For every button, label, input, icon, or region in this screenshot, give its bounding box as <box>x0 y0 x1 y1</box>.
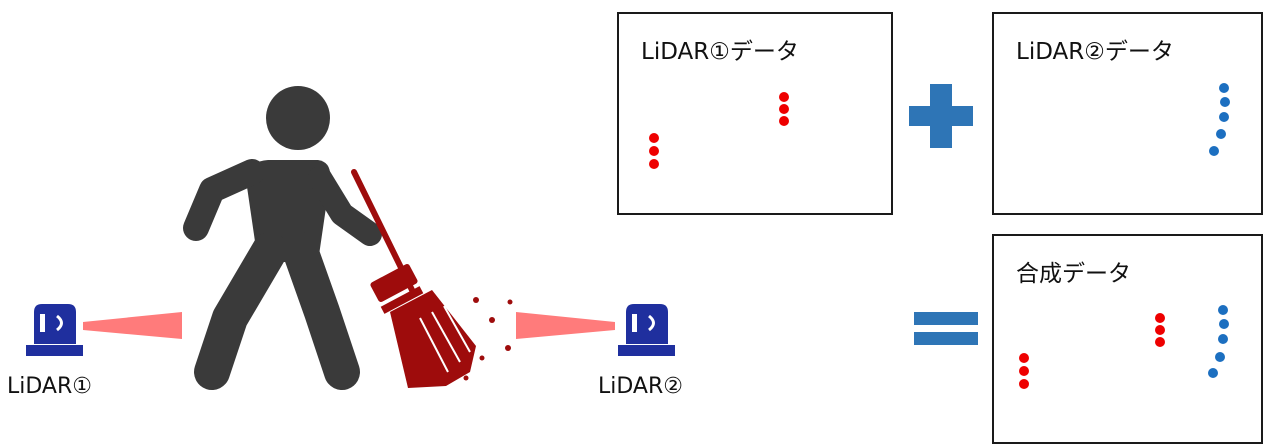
lidar2-beacon-icon <box>618 304 675 356</box>
lidar1-data-panel: LiDAR①データ <box>617 12 893 215</box>
lidar2-beam <box>516 312 615 339</box>
broom-icon <box>351 169 476 388</box>
person-sweeping-icon <box>183 86 382 390</box>
lidar1-point <box>779 104 789 114</box>
merged-point-lidar1 <box>1019 353 1029 363</box>
lidar2-data-panel: LiDAR②データ <box>992 12 1263 215</box>
lidar2-point <box>1219 83 1229 93</box>
lidar1-beam <box>83 312 182 339</box>
merged-point-lidar2 <box>1219 319 1229 329</box>
lidar2-point <box>1216 129 1226 139</box>
lidar1-point <box>779 92 789 102</box>
lidar1-label: LiDAR① <box>7 374 92 399</box>
lidar2-label: LiDAR② <box>598 374 683 399</box>
lidar1-point <box>779 116 789 126</box>
lidar1-data-title: LiDAR①データ <box>641 39 799 65</box>
plus-icon <box>909 84 973 148</box>
merged-data-title: 合成データ <box>1016 261 1131 287</box>
equals-icon <box>914 312 978 345</box>
merged-point-lidar1 <box>1155 337 1165 347</box>
lidar2-point <box>1219 112 1229 122</box>
lidar2-point <box>1220 97 1230 107</box>
merged-point-lidar1 <box>1155 325 1165 335</box>
dust-particles <box>463 297 513 381</box>
merged-point-lidar2 <box>1215 352 1225 362</box>
lidar1-point <box>649 159 659 169</box>
merged-point-lidar1 <box>1155 313 1165 323</box>
diagram-stage: LiDAR①データ LiDAR②データ 合成データ LiDAR① LiDAR② <box>7 12 1263 444</box>
merged-point-lidar2 <box>1208 368 1218 378</box>
merged-point-lidar1 <box>1019 366 1029 376</box>
lidar2-point <box>1209 146 1219 156</box>
lidar1-point <box>649 146 659 156</box>
lidar1-beacon-icon <box>26 304 83 356</box>
merged-data-panel: 合成データ <box>992 234 1263 444</box>
merged-point-lidar2 <box>1218 305 1228 315</box>
lidar2-data-title: LiDAR②データ <box>1016 39 1174 65</box>
merged-point-lidar1 <box>1019 379 1029 389</box>
merged-point-lidar2 <box>1218 334 1228 344</box>
lidar1-point <box>649 133 659 143</box>
illustration-layer <box>26 84 978 390</box>
